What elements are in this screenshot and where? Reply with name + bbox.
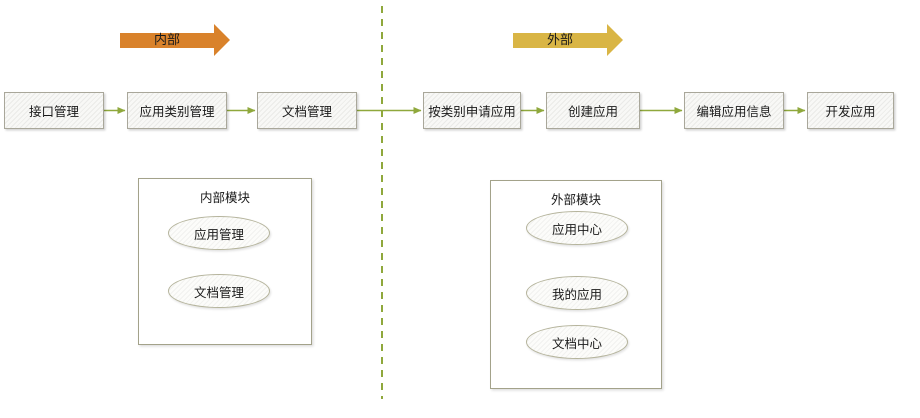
flow-step-label: 按类别申请应用 — [428, 104, 516, 119]
module-node-app-center: 应用中心 — [526, 211, 628, 245]
internal-banner-arrow: 内部 — [120, 24, 230, 56]
flow-step-label: 编辑应用信息 — [696, 104, 772, 119]
external-modules-container: 外部模块 应用中心 我的应用 文档中心 — [490, 180, 662, 389]
internal-banner-body: 内部 — [120, 32, 214, 48]
module-node-label: 应用管理 — [193, 226, 244, 242]
module-node-document-center: 文档中心 — [526, 325, 628, 359]
internal-modules-container: 内部模块 应用管理 文档管理 — [138, 178, 312, 345]
external-modules-title: 外部模块 — [550, 192, 601, 207]
flow-step-label: 应用类别管理 — [139, 104, 215, 119]
internal-modules-title: 内部模块 — [199, 190, 250, 205]
module-node-label: 我的应用 — [551, 286, 602, 302]
internal-banner-label: 内部 — [153, 32, 180, 48]
flow-step-interface-management: 接口管理 — [4, 92, 104, 129]
flow-step-edit-app-info: 编辑应用信息 — [684, 92, 784, 129]
flow-step-label: 文档管理 — [281, 104, 332, 119]
flow-step-label: 接口管理 — [28, 104, 79, 119]
flow-step-apply-app-by-category: 按类别申请应用 — [423, 92, 521, 129]
module-node-app-management: 应用管理 — [168, 216, 270, 250]
flow-step-document-management: 文档管理 — [257, 92, 357, 129]
flow-step-develop-app: 开发应用 — [807, 92, 894, 129]
internal-banner-arrowhead-icon — [214, 24, 230, 56]
external-banner-label: 外部 — [546, 32, 573, 48]
flow-step-label: 开发应用 — [825, 104, 876, 119]
module-node-label: 文档中心 — [551, 335, 602, 351]
flow-step-label: 创建应用 — [567, 104, 618, 119]
module-node-my-apps: 我的应用 — [526, 276, 628, 310]
module-node-document-management: 文档管理 — [168, 274, 270, 308]
module-node-label: 应用中心 — [551, 221, 602, 237]
external-banner-arrowhead-icon — [607, 24, 623, 56]
external-banner-body: 外部 — [513, 32, 607, 48]
flow-step-create-app: 创建应用 — [546, 92, 640, 129]
external-banner-arrow: 外部 — [513, 24, 623, 56]
module-node-label: 文档管理 — [193, 284, 244, 300]
flow-step-app-category-management: 应用类别管理 — [127, 92, 227, 129]
